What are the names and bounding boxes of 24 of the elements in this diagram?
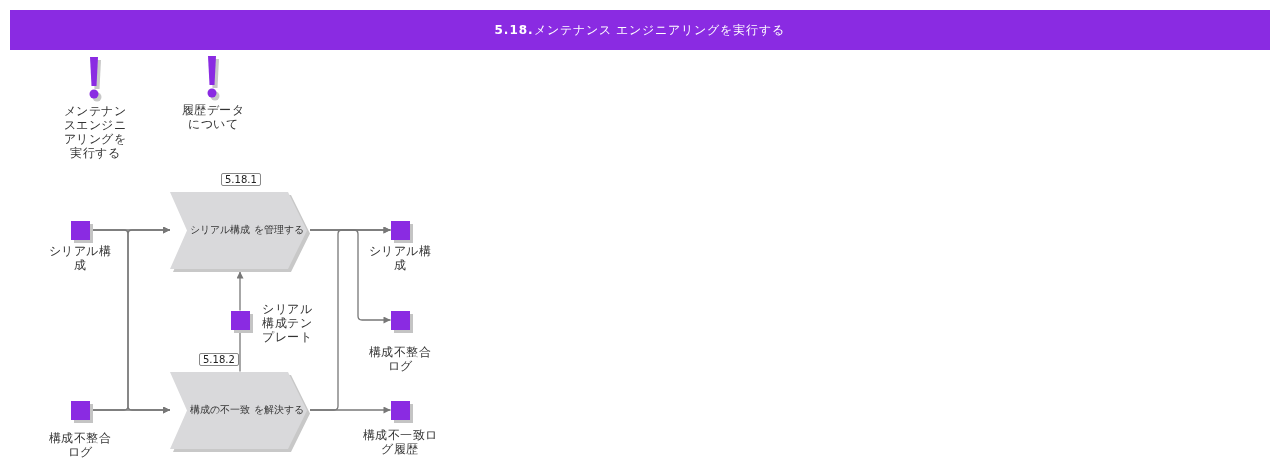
connector-line: [239, 331, 241, 373]
step-number-tag: 5.18.1: [221, 173, 261, 186]
connector-arrow: [309, 226, 392, 411]
icon-caption: 履歴データについて: [180, 103, 246, 131]
data-square: [230, 310, 253, 333]
data-square: [390, 310, 413, 333]
connector-arrow: [236, 270, 244, 312]
data-square: [70, 400, 93, 423]
connector-arrow: [309, 229, 392, 324]
node-caption: 構成不整合ログ: [368, 345, 432, 373]
data-square: [390, 400, 413, 423]
icon-caption: メンテナンスエンジニアリングを実行する: [62, 104, 128, 160]
title-banner: 5.18.メンテナンス エンジニアリングを実行する: [10, 10, 1270, 50]
data-square: [390, 220, 413, 243]
node-caption: シリアル構成テンプレート: [262, 302, 312, 344]
node-caption: シリアル構成: [48, 244, 112, 272]
step-number-tag: 5.18.2: [199, 353, 239, 366]
node-caption: シリアル構成: [368, 244, 432, 272]
process-chevron: 構成の不一致 を解決する: [170, 371, 310, 452]
process-chevron: シリアル構成 を管理する: [170, 191, 310, 272]
data-square: [70, 220, 93, 243]
connector-arrow: [91, 406, 171, 414]
node-caption: 構成不整合ログ: [48, 431, 112, 459]
node-caption: 構成不一致ログ履歴: [361, 428, 439, 456]
